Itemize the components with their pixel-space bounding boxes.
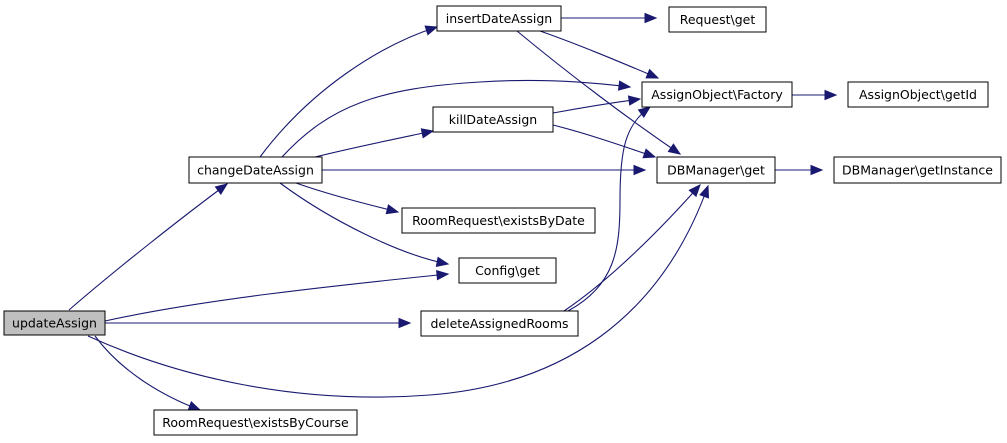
arrow-head-icon xyxy=(810,164,824,176)
node-label: killDateAssign xyxy=(449,112,537,127)
edge-line xyxy=(94,335,201,411)
arrow-head-icon xyxy=(642,148,657,159)
edge-line xyxy=(563,184,701,312)
node-label: DBManager\get xyxy=(667,163,765,178)
edge-line xyxy=(552,98,641,114)
node-box xyxy=(656,156,776,184)
node-box xyxy=(833,156,1002,184)
node-box xyxy=(641,81,793,108)
edge-deleteAssignedRooms-to-dbManagerGet xyxy=(563,184,701,312)
node-deleteAssignedRooms[interactable]: deleteAssignedRooms xyxy=(420,310,579,337)
edge-line xyxy=(281,79,631,158)
edge-line xyxy=(552,124,656,158)
node-box xyxy=(3,310,106,336)
arrow-head-icon xyxy=(699,184,710,199)
arrow-head-icon xyxy=(667,143,682,155)
arrow-head-icon xyxy=(436,269,450,281)
edge-deleteAssignedRooms-to-assignObjectFactory xyxy=(567,106,652,312)
node-box xyxy=(420,310,579,337)
edge-dbManagerGet-to-dbManagerGetInstance xyxy=(775,164,824,176)
edge-line xyxy=(567,106,651,312)
node-box xyxy=(188,156,323,184)
arrow-head-icon xyxy=(824,89,838,101)
node-label: Config\get xyxy=(475,263,540,278)
edge-updateAssign-to-deleteAssignedRooms xyxy=(105,317,412,329)
node-dbManagerGetInstance[interactable]: DBManager\getInstance xyxy=(833,156,1002,184)
node-box xyxy=(436,5,562,32)
arrow-head-icon xyxy=(385,204,400,215)
edge-changeDateAssign-to-roomRequestExistsByDate xyxy=(295,182,400,215)
edge-assignObjectFactory-to-assignObjectGetId xyxy=(792,89,838,101)
arrow-head-icon xyxy=(633,164,647,176)
edge-changeDateAssign-to-killDateAssign xyxy=(314,128,435,158)
node-assignObjectGetId[interactable]: AssignObject\getId xyxy=(847,81,989,108)
edge-changeDateAssign-to-dbManagerGet xyxy=(322,164,647,176)
arrow-head-icon xyxy=(645,68,660,79)
edge-line xyxy=(295,182,399,213)
edge-killDateAssign-to-assignObjectFactory xyxy=(552,95,642,114)
node-insertDateAssign[interactable]: insertDateAssign xyxy=(436,5,562,32)
node-roomRequestExistsByDate[interactable]: RoomRequest\existsByDate xyxy=(401,207,596,234)
edge-line xyxy=(279,182,449,265)
arrow-head-icon xyxy=(617,80,632,91)
arrow-head-icon xyxy=(627,95,642,106)
node-label: deleteAssignedRooms xyxy=(430,316,568,331)
arrow-head-icon xyxy=(644,12,658,24)
edge-line xyxy=(68,183,228,311)
arrow-head-icon xyxy=(398,317,412,329)
edge-updateAssign-to-roomRequestExistsByCourse xyxy=(94,335,202,411)
edge-insertDateAssign-to-dbManagerGet xyxy=(516,30,682,155)
edge-line xyxy=(87,185,709,398)
arrow-head-icon xyxy=(214,183,229,196)
node-roomRequestExistsByCourse[interactable]: RoomRequest\existsByCourse xyxy=(153,409,358,436)
node-box xyxy=(668,6,767,33)
edge-updateAssign-to-changeDateAssign xyxy=(68,183,229,311)
edge-updateAssign-to-dbManagerGet xyxy=(87,184,710,398)
edge-insertDateAssign-to-requestGet xyxy=(561,12,658,24)
arrow-head-icon xyxy=(187,401,202,411)
node-dbManagerGet[interactable]: DBManager\get xyxy=(656,156,776,184)
edge-line xyxy=(539,30,659,79)
node-label: RoomRequest\existsByCourse xyxy=(162,415,349,430)
node-box xyxy=(401,207,596,234)
node-label: changeDateAssign xyxy=(197,163,314,178)
node-box xyxy=(847,81,989,108)
edge-changeDateAssign-to-configGet xyxy=(279,182,450,267)
edges-layer xyxy=(68,12,838,411)
node-label: updateAssign xyxy=(12,316,97,331)
node-label: RoomRequest\existsByDate xyxy=(412,213,585,228)
arrow-head-icon xyxy=(435,256,450,267)
edge-killDateAssign-to-dbManagerGet xyxy=(552,124,657,159)
edge-line xyxy=(314,130,434,158)
node-label: Request\get xyxy=(680,12,756,27)
node-box xyxy=(458,257,557,284)
edge-changeDateAssign-to-insertDateAssign xyxy=(259,25,439,158)
edge-line xyxy=(516,30,681,155)
node-label: AssignObject\getId xyxy=(859,87,977,102)
node-killDateAssign[interactable]: killDateAssign xyxy=(432,106,554,133)
edge-line xyxy=(259,26,438,158)
edge-changeDateAssign-to-assignObjectFactory xyxy=(281,79,632,158)
node-assignObjectFactory[interactable]: AssignObject\Factory xyxy=(641,81,793,108)
node-box xyxy=(432,106,554,133)
node-label: DBManager\getInstance xyxy=(842,163,993,178)
node-label: insertDateAssign xyxy=(446,11,552,26)
arrow-head-icon xyxy=(688,184,701,198)
node-box xyxy=(153,409,358,436)
edge-updateAssign-to-configGet xyxy=(104,269,450,322)
edge-insertDateAssign-to-assignObjectFactory xyxy=(539,30,660,79)
arrow-head-icon xyxy=(637,106,652,119)
node-changeDateAssign[interactable]: changeDateAssign xyxy=(188,156,323,184)
nodes-layer: updateAssign changeDateAssign insertDateAs… xyxy=(3,5,1002,436)
node-label: AssignObject\Factory xyxy=(651,87,783,102)
arrow-head-icon xyxy=(424,25,439,36)
node-requestGet[interactable]: Request\get xyxy=(668,6,767,33)
edge-line xyxy=(104,273,449,322)
arrow-head-icon xyxy=(420,128,435,139)
node-updateAssign[interactable]: updateAssign xyxy=(3,310,106,336)
node-configGet[interactable]: Config\get xyxy=(458,257,557,284)
